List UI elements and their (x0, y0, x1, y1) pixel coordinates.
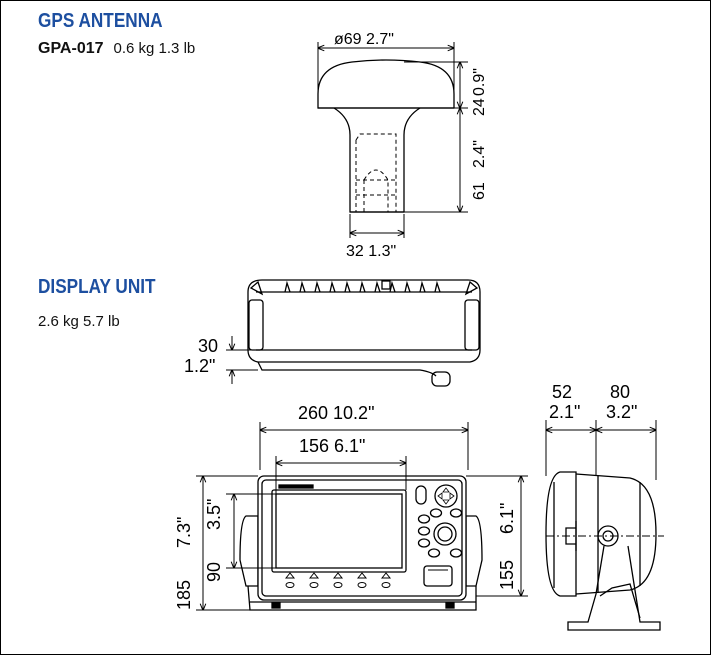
side-b-mm: 80 (610, 382, 630, 402)
side-a-in: 2.1" (549, 402, 580, 422)
display-side-dimensions (546, 420, 656, 480)
gps-dimension-lines (318, 42, 468, 238)
gps-diameter-label: ø69 2.7" (334, 31, 394, 48)
display-side-view (545, 471, 664, 631)
display-front-height-mm: 155 (497, 560, 517, 590)
display-total-height-mm: 185 (174, 580, 194, 610)
gps-height-bottom-mm: 61 (471, 182, 488, 200)
gps-height-top-mm: 24 (471, 98, 488, 116)
display-screen-height-mm: 90 (204, 562, 224, 582)
display-top-view (247, 279, 481, 387)
gps-antenna-drawing (317, 59, 455, 213)
display-screen-height-in: 3.5" (204, 499, 224, 530)
gps-height-bottom-in: 2.4" (471, 140, 488, 168)
gps-model-line: GPA-017 0.6 kg 1.3 lb (38, 40, 195, 58)
gps-weight: 0.6 kg 1.3 lb (113, 40, 196, 57)
gps-height-top-in: 0.9" (471, 68, 488, 96)
display-front-dimensions (196, 422, 528, 610)
display-depth-dimension (226, 336, 258, 384)
display-weight: 2.6 kg 5.7 lb (38, 313, 120, 330)
display-width-label: 260 10.2" (298, 403, 374, 423)
side-b-in: 3.2" (606, 402, 637, 422)
gps-antenna-title: GPS ANTENNA (38, 10, 163, 32)
display-screen-width-label: 156 6.1" (299, 436, 365, 456)
gps-base-width-label: 32 1.3" (346, 243, 396, 260)
display-front-view (239, 475, 483, 611)
gps-model: GPA-017 (38, 40, 104, 57)
display-depth-in: 1.2" (184, 356, 215, 376)
display-total-height-in: 7.3" (174, 517, 194, 548)
display-unit-title: DISPLAY UNIT (38, 276, 156, 298)
display-front-height-in: 6.1" (497, 503, 517, 534)
display-depth-mm: 30 (198, 336, 218, 356)
side-a-mm: 52 (552, 382, 572, 402)
